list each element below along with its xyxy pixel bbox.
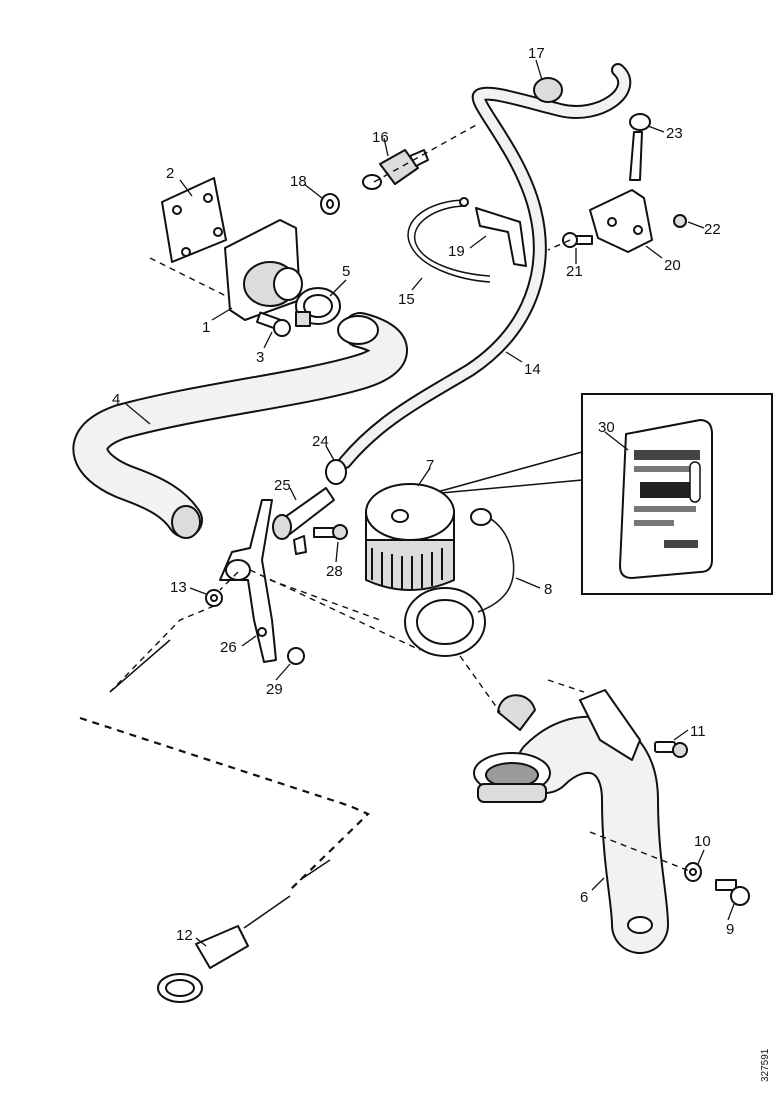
callout-11: 11 <box>690 723 706 740</box>
callout-10: 10 <box>694 833 711 850</box>
inset-decal-box <box>581 393 773 595</box>
callout-5: 5 <box>342 263 350 280</box>
callout-labels: 1 2 3 4 5 6 7 8 9 10 11 12 13 14 15 16 1… <box>112 45 734 944</box>
pipe-bracket <box>497 689 688 761</box>
filler-hose-4 <box>72 312 408 539</box>
callout-19: 19 <box>448 243 465 260</box>
callout-23: 23 <box>666 125 683 142</box>
callout-7: 7 <box>426 457 434 474</box>
callout-4: 4 <box>112 391 120 408</box>
bolt-23 <box>629 113 651 181</box>
callout-2: 2 <box>166 165 174 182</box>
clip-19 <box>475 207 527 267</box>
fuel-cap-7 <box>365 483 455 591</box>
callout-26: 26 <box>220 639 237 656</box>
callout-1: 1 <box>202 319 210 336</box>
bolt-9-washer-10 <box>684 862 750 906</box>
callout-30: 30 <box>598 419 615 436</box>
hose-clamp-5 <box>295 287 341 327</box>
washer-18 <box>320 193 340 215</box>
hose-end-17 <box>533 77 563 103</box>
leader-lines <box>125 59 735 947</box>
bolt-21 <box>562 232 593 248</box>
bracket-plate-26 <box>219 499 277 663</box>
reference-code: 327591 <box>760 1048 771 1082</box>
callout-3: 3 <box>256 349 264 366</box>
callout-21: 21 <box>566 263 583 280</box>
callout-17: 17 <box>528 45 545 62</box>
callout-14: 14 <box>524 361 541 378</box>
callout-28: 28 <box>326 563 343 580</box>
callout-8: 8 <box>544 581 552 598</box>
callout-16: 16 <box>372 129 389 146</box>
callout-6: 6 <box>580 889 588 906</box>
nut-22 <box>673 214 687 228</box>
fitting-24 <box>325 459 347 485</box>
callout-24: 24 <box>312 433 329 450</box>
lower-filler-pipe-6 <box>473 715 669 954</box>
callout-22: 22 <box>704 221 721 238</box>
bracket-20 <box>589 189 653 253</box>
assembly-lines <box>79 123 693 891</box>
callout-20: 20 <box>664 257 681 274</box>
filler-neck-ring-8 <box>404 508 515 657</box>
bolt-29 <box>287 647 305 665</box>
callout-12: 12 <box>176 927 193 944</box>
callout-18: 18 <box>290 173 307 190</box>
callout-29: 29 <box>266 681 283 698</box>
cable-tie-15 <box>407 197 491 283</box>
sender-unit-12 <box>109 639 331 1003</box>
callout-15: 15 <box>398 291 415 308</box>
connector-25 <box>272 487 335 555</box>
callout-9: 9 <box>726 921 734 938</box>
callout-13: 13 <box>170 579 187 596</box>
bolt-3 <box>255 311 291 337</box>
tank-flange-1 <box>161 177 303 321</box>
vent-hose-14 <box>338 63 632 469</box>
callout-25: 25 <box>274 477 291 494</box>
washer-13 <box>205 589 223 607</box>
bolt-28 <box>313 524 348 540</box>
inset-pointer <box>429 451 583 495</box>
